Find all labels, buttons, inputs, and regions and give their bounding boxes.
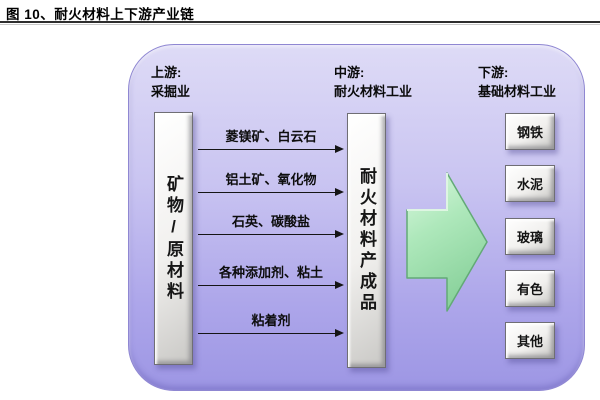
downstream-stage-label: 下游: — [478, 65, 509, 80]
upstream-stage-label: 上游: — [151, 65, 182, 80]
sector-box-steel: 钢铁 — [505, 113, 555, 150]
title-divider-shadow — [0, 24, 600, 25]
flow-arrow-line — [198, 188, 344, 197]
title-divider — [0, 21, 600, 23]
sector-box-nonferrous: 有色 — [505, 270, 555, 307]
flow-label: 粘着剂 — [251, 313, 291, 328]
flow-label: 各种添加剂、粘土 — [218, 265, 323, 280]
sector-label: 其他 — [516, 334, 543, 349]
flow-arrowhead-icon — [335, 230, 344, 239]
sector-label: 水泥 — [516, 177, 543, 192]
flow-bauxite-oxides: 铝土矿、氧化物 — [198, 169, 344, 197]
flow-label: 铝土矿、氧化物 — [225, 172, 317, 187]
flow-arrowhead-icon — [335, 145, 344, 154]
column-header-upstream: 上游: 采掘业 — [151, 63, 190, 101]
flow-arrowhead-icon — [335, 281, 344, 290]
column-header-downstream: 下游: 基础材料工业 — [478, 63, 556, 101]
midstream-stage-label: 中游: — [334, 65, 365, 80]
flow-arrowhead-icon — [335, 188, 344, 197]
downstream-industry-label: 基础材料工业 — [478, 84, 557, 99]
sector-label: 钢铁 — [516, 125, 543, 140]
sector-box-others: 其他 — [505, 322, 555, 359]
flow-arrow-line — [198, 281, 344, 290]
flow-binders: 粘着剂 — [198, 310, 344, 338]
downstream-arrow-icon — [406, 172, 488, 312]
flow-arrow-line — [198, 329, 344, 338]
flow-arrow-line — [198, 230, 344, 239]
flow-magnesite-dolomite: 菱镁矿、白云石 — [198, 126, 344, 154]
midstream-products-bar-label: 耐火材料产成品 — [357, 167, 376, 314]
flow-label: 菱镁矿、白云石 — [225, 129, 317, 144]
upstream-minerals-bar: 矿物/原材料 — [154, 112, 193, 365]
sector-label: 有色 — [516, 282, 543, 297]
midstream-industry-label: 耐火材料工业 — [334, 84, 413, 99]
flow-quartz-carbonates: 石英、碳酸盐 — [198, 211, 344, 239]
sector-box-glass: 玻璃 — [505, 218, 555, 255]
figure-title: 图 10、耐火材料上下游产业链 — [6, 7, 195, 22]
flow-arrow-line — [198, 145, 344, 154]
sector-box-cement: 水泥 — [505, 165, 555, 202]
upstream-minerals-bar-label: 矿物/原材料 — [164, 174, 183, 303]
column-header-midstream: 中游: 耐火材料工业 — [334, 63, 412, 101]
flow-additives-clay: 各种添加剂、粘土 — [198, 262, 344, 290]
flow-label: 石英、碳酸盐 — [231, 214, 310, 229]
sector-label: 玻璃 — [516, 230, 543, 245]
flow-arrowhead-icon — [335, 329, 344, 338]
midstream-products-bar: 耐火材料产成品 — [347, 113, 386, 368]
upstream-industry-label: 采掘业 — [151, 84, 191, 99]
